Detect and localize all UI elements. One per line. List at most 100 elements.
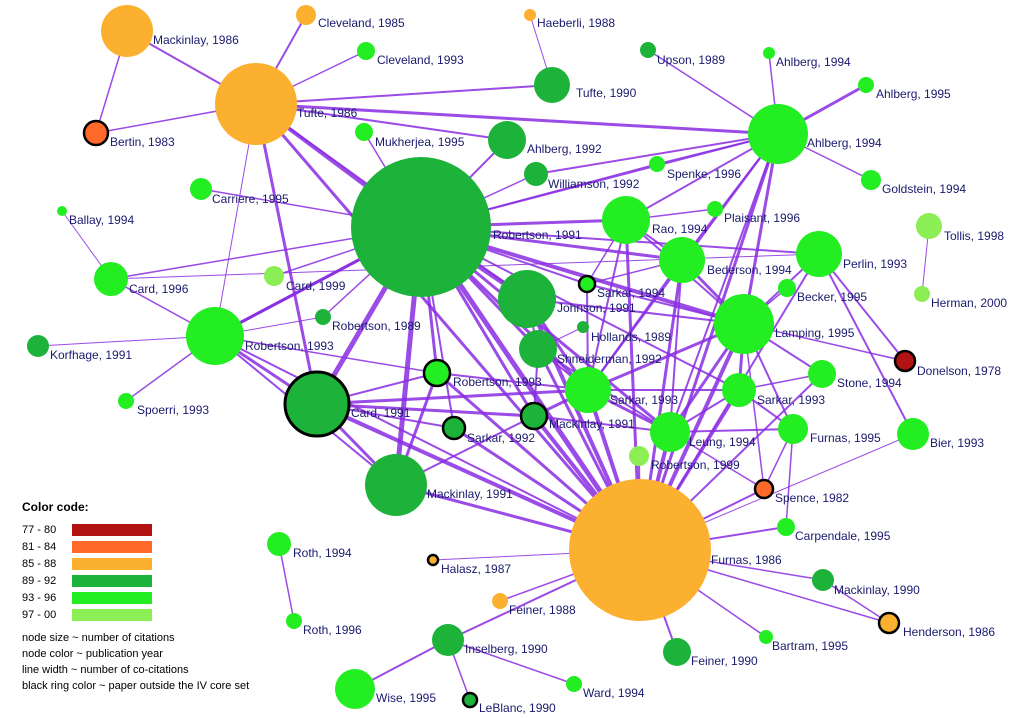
paper-node[interactable]: Card, 1996: [94, 262, 189, 296]
paper-node-circle[interactable]: [777, 518, 795, 536]
paper-node-circle[interactable]: [426, 553, 440, 567]
paper-node-circle[interactable]: [190, 178, 212, 200]
paper-node-circle[interactable]: [215, 63, 297, 145]
paper-node[interactable]: Ahlberg, 1995: [858, 77, 951, 101]
paper-node[interactable]: Rao, 1994: [602, 196, 708, 244]
paper-node[interactable]: Stone, 1994: [808, 360, 902, 390]
paper-node[interactable]: Spenke, 1996: [649, 156, 741, 181]
paper-node[interactable]: Cleveland, 1993: [357, 42, 464, 67]
paper-node[interactable]: Mackinlay, 1990: [812, 569, 920, 597]
paper-node[interactable]: Spoerri, 1993: [118, 393, 209, 417]
paper-node-circle[interactable]: [650, 412, 690, 452]
paper-node-circle[interactable]: [659, 237, 705, 283]
paper-node-circle[interactable]: [714, 294, 774, 354]
paper-node-circle[interactable]: [877, 611, 901, 635]
paper-node-circle[interactable]: [296, 5, 316, 25]
paper-node-circle[interactable]: [422, 358, 452, 388]
paper-node-circle[interactable]: [461, 691, 479, 709]
paper-node[interactable]: Hollands, 1989: [577, 321, 671, 344]
paper-node[interactable]: Donelson, 1978: [893, 349, 1001, 378]
paper-node[interactable]: Halasz, 1987: [426, 553, 511, 576]
paper-node[interactable]: Johnson, 1991: [498, 270, 636, 328]
paper-node-circle[interactable]: [432, 624, 464, 656]
paper-node-circle[interactable]: [916, 213, 942, 239]
paper-node-circle[interactable]: [524, 162, 548, 186]
paper-node[interactable]: Mackinlay, 1991: [365, 454, 513, 516]
paper-node[interactable]: Bertin, 1983: [82, 119, 175, 149]
paper-node-circle[interactable]: [267, 532, 291, 556]
paper-node[interactable]: Card, 1999: [264, 266, 346, 293]
paper-node[interactable]: Roth, 1996: [286, 613, 362, 637]
paper-node-circle[interactable]: [753, 478, 775, 500]
paper-node-circle[interactable]: [722, 373, 756, 407]
paper-node[interactable]: Bederson, 1994: [659, 237, 792, 283]
paper-node-circle[interactable]: [357, 42, 375, 60]
paper-node[interactable]: Wise, 1995: [335, 669, 436, 709]
paper-node[interactable]: Roth, 1994: [267, 532, 352, 560]
paper-node-circle[interactable]: [441, 415, 467, 441]
paper-node-circle[interactable]: [861, 170, 881, 190]
paper-node[interactable]: Carpendale, 1995: [777, 518, 891, 543]
paper-node[interactable]: Ahlberg, 1994: [763, 47, 851, 69]
paper-node[interactable]: Inselberg, 1990: [432, 624, 548, 656]
paper-node[interactable]: Ballay, 1994: [57, 206, 134, 227]
paper-node[interactable]: Shneiderman, 1992: [519, 330, 662, 368]
paper-node-circle[interactable]: [897, 418, 929, 450]
paper-node[interactable]: Sarkar, 1992: [441, 415, 535, 445]
paper-node-circle[interactable]: [565, 367, 611, 413]
paper-node[interactable]: Sarkar, 1994: [577, 274, 665, 300]
paper-node-circle[interactable]: [365, 454, 427, 516]
paper-node[interactable]: Tufte, 1990: [534, 67, 637, 103]
paper-node-circle[interactable]: [748, 104, 808, 164]
paper-node-circle[interactable]: [893, 349, 917, 373]
paper-node-circle[interactable]: [534, 67, 570, 103]
paper-node-circle[interactable]: [351, 157, 491, 297]
paper-node-circle[interactable]: [492, 593, 508, 609]
paper-node-circle[interactable]: [649, 156, 665, 172]
paper-node-circle[interactable]: [778, 414, 808, 444]
paper-node[interactable]: Robertson, 1993: [186, 307, 334, 365]
paper-node-circle[interactable]: [858, 77, 874, 93]
paper-node[interactable]: Sarkar, 1993: [565, 367, 678, 413]
paper-node-circle[interactable]: [602, 196, 650, 244]
paper-node-circle[interactable]: [629, 446, 649, 466]
paper-node-circle[interactable]: [264, 266, 284, 286]
paper-node-circle[interactable]: [315, 309, 331, 325]
paper-node-circle[interactable]: [283, 370, 351, 438]
paper-node[interactable]: Robertson, 1989: [315, 309, 421, 333]
paper-node-circle[interactable]: [577, 274, 597, 294]
paper-node-circle[interactable]: [286, 613, 302, 629]
paper-node[interactable]: Williamson, 1992: [524, 162, 640, 191]
paper-node-circle[interactable]: [186, 307, 244, 365]
paper-node-circle[interactable]: [914, 286, 930, 302]
paper-node[interactable]: Mackinlay, 1991: [519, 401, 635, 431]
paper-node-circle[interactable]: [101, 5, 153, 57]
paper-node-circle[interactable]: [569, 479, 711, 621]
paper-node[interactable]: Furnas, 1995: [778, 414, 881, 445]
paper-node-circle[interactable]: [663, 638, 691, 666]
paper-node[interactable]: Goldstein, 1994: [861, 170, 966, 196]
paper-node[interactable]: Furnas, 1986: [569, 479, 782, 621]
paper-node[interactable]: Ahlberg, 1994: [748, 104, 882, 164]
paper-node-circle[interactable]: [566, 676, 582, 692]
paper-node-circle[interactable]: [640, 42, 656, 58]
paper-node[interactable]: Mukherjea, 1995: [355, 123, 465, 149]
paper-node-circle[interactable]: [498, 270, 556, 328]
paper-node-circle[interactable]: [118, 393, 134, 409]
paper-node[interactable]: Cleveland, 1985: [296, 5, 405, 30]
paper-node[interactable]: Plaisant, 1996: [707, 201, 800, 225]
paper-node-circle[interactable]: [488, 121, 526, 159]
paper-node[interactable]: LeBlanc, 1990: [461, 691, 556, 715]
paper-node[interactable]: Henderson, 1986: [877, 611, 995, 639]
paper-node[interactable]: Lamping, 1995: [714, 294, 855, 354]
paper-node[interactable]: Bartram, 1995: [759, 630, 848, 653]
paper-node[interactable]: Sarkar, 1993: [722, 373, 825, 407]
paper-node-circle[interactable]: [355, 123, 373, 141]
paper-node-circle[interactable]: [519, 401, 549, 431]
paper-node[interactable]: Ward, 1994: [566, 676, 645, 700]
paper-node-circle[interactable]: [94, 262, 128, 296]
paper-node-circle[interactable]: [763, 47, 775, 59]
paper-node[interactable]: Feiner, 1988: [492, 593, 576, 617]
paper-node[interactable]: Feiner, 1990: [663, 638, 758, 668]
paper-node-circle[interactable]: [808, 360, 836, 388]
